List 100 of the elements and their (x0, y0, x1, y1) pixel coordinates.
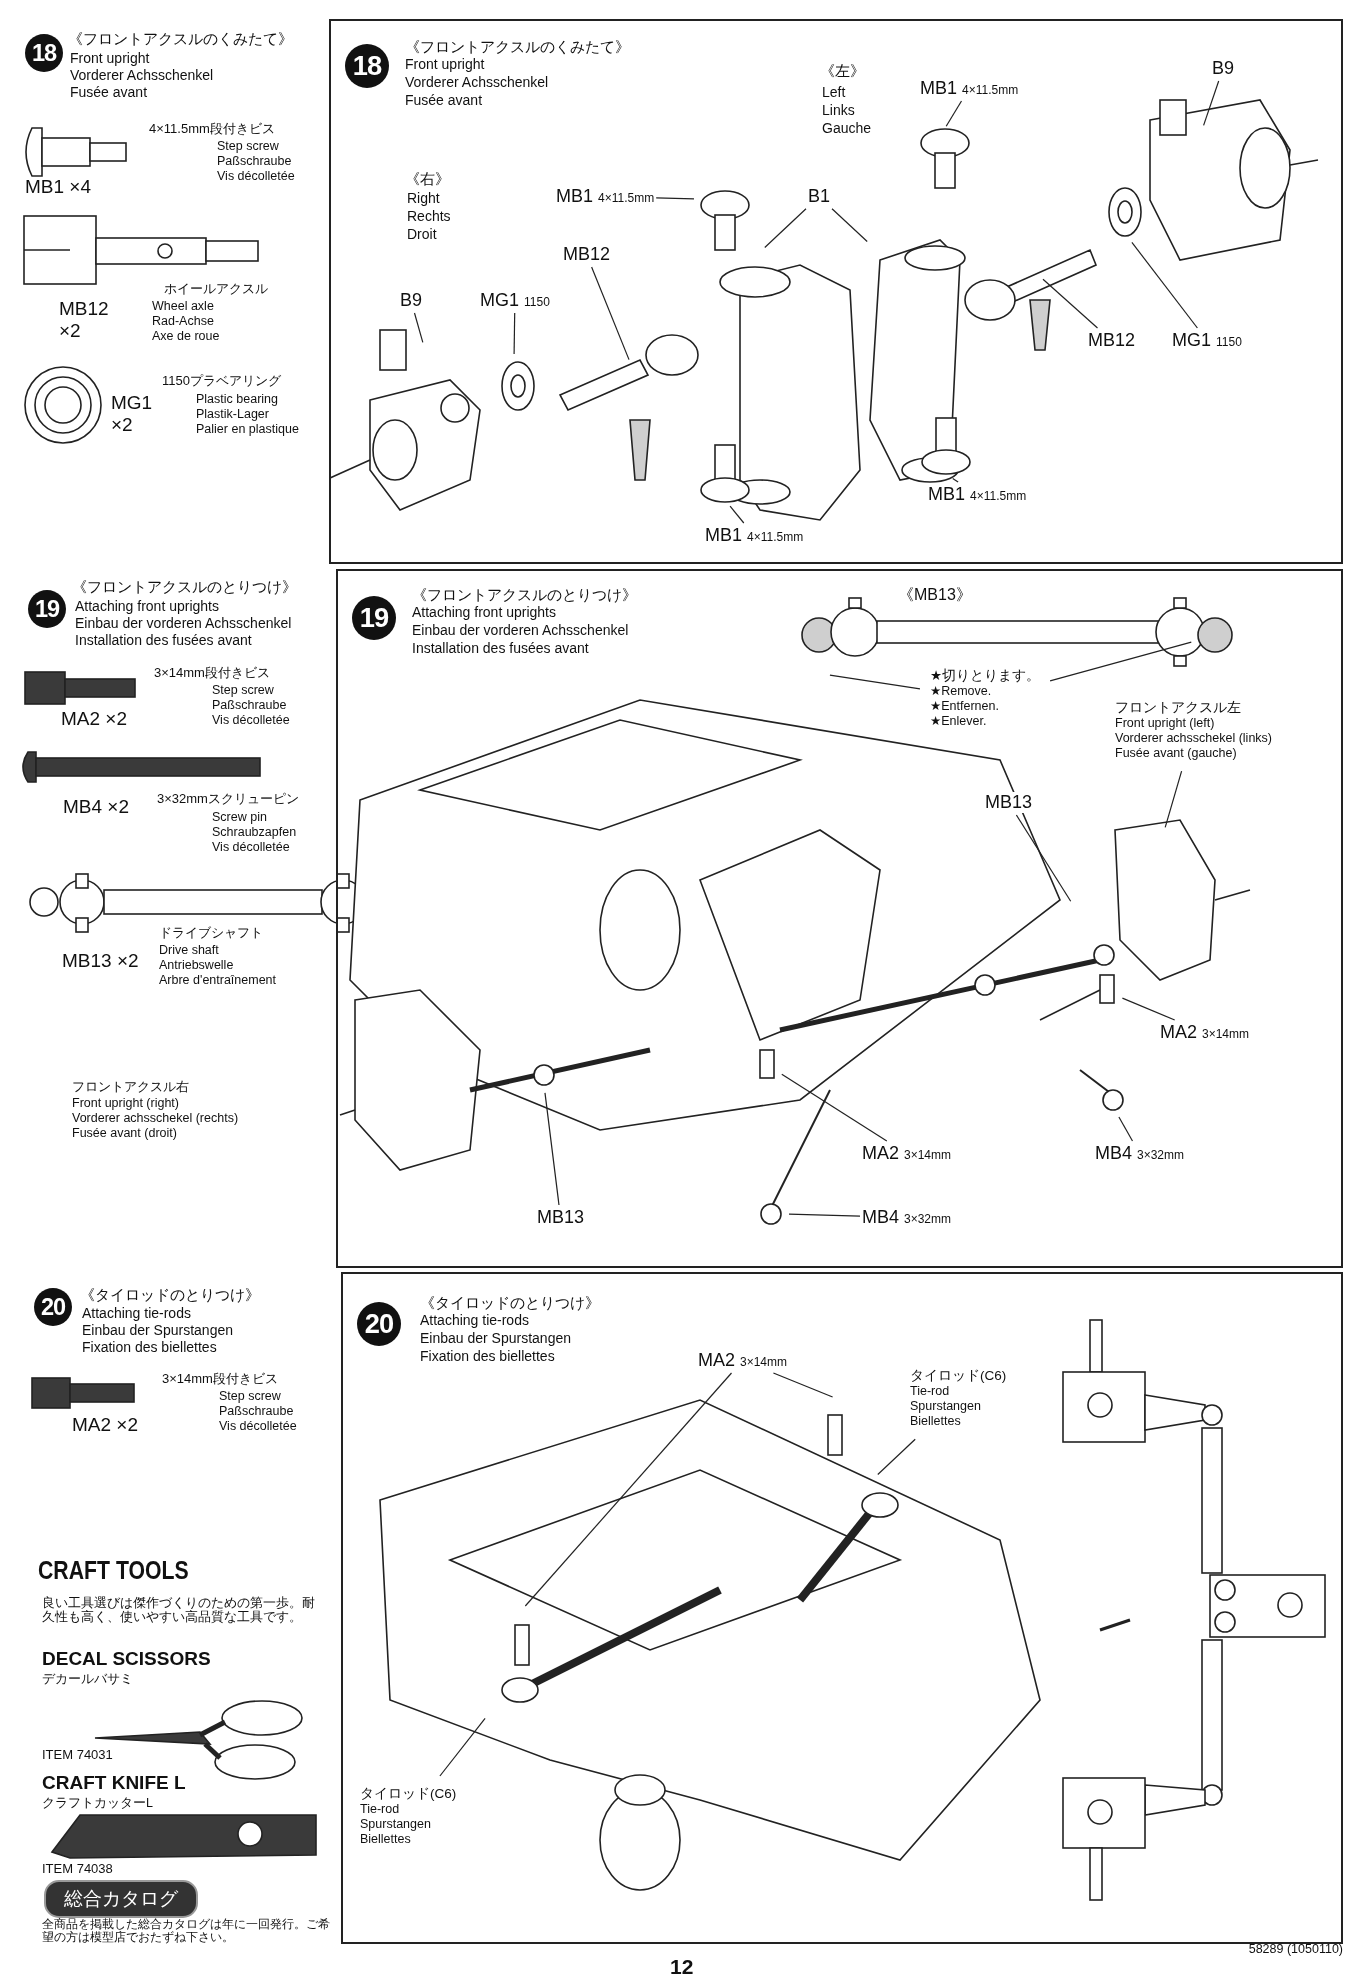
part-description: Paßschraube (219, 1404, 294, 1419)
part-description: Arbre d'entraînement (159, 973, 277, 988)
leader-line (513, 312, 516, 355)
heading-text: Einbau der vorderen Achsschenkel (412, 622, 629, 639)
size-label: 3×14mm (740, 1355, 788, 1369)
part-number: MG1 ×2 (111, 392, 154, 436)
size-label: 4×11.5mm (747, 530, 804, 544)
part-name: 3×14mm段付きビス (154, 666, 270, 681)
side-label: Gauche (822, 120, 872, 137)
size-label: 3×14mm (904, 1148, 952, 1162)
leader-line (764, 208, 807, 249)
part-number: MA2 ×2 (61, 708, 127, 730)
side-label: Droit (407, 226, 437, 243)
heading-text: Fusée avant (405, 92, 483, 109)
callout-text: ★Entfernen. (930, 699, 1000, 715)
leader-line (1049, 641, 1192, 682)
step-panel (336, 569, 1343, 1268)
leader-line (413, 312, 424, 343)
callout-text: Vorderer achsschekel (links) (1115, 731, 1272, 747)
leader-line (781, 1073, 888, 1142)
callout-text: Biellettes (910, 1414, 962, 1430)
footer-text: 58289 (1050110) (1248, 1942, 1343, 1957)
size-label: 3×14mm (1202, 1027, 1250, 1041)
heading-text: Installation des fusées avant (412, 640, 589, 657)
part-description: Vis décolletée (217, 169, 295, 184)
leader-line (544, 1092, 560, 1206)
size-label: 4×11.5mm (970, 489, 1027, 503)
item-number: ITEM 74038 (42, 1862, 113, 1877)
leader-line (788, 1213, 861, 1217)
part-name: ホイールアクスル (164, 282, 268, 297)
side-label: Left (822, 84, 846, 101)
part-description: Vis décolletée (212, 840, 290, 855)
part-description: Vis décolletée (219, 1419, 297, 1434)
heading-text: 《タイロッドのとりつけ》 (420, 1294, 600, 1312)
part-description: Palier en plastique (196, 422, 299, 437)
leader-line (1118, 1116, 1134, 1142)
part-description: Vis décolletée (212, 713, 290, 728)
ad-heading: CRAFT TOOLS (38, 1556, 189, 1585)
size-label: 3×32mm (904, 1212, 952, 1226)
part-number: MB4 ×2 (63, 796, 129, 818)
heading-text: 《フロントアクスルのくみたて》 (405, 38, 630, 56)
callout-text: ★Enlever. (930, 714, 988, 730)
leader-line (1164, 770, 1183, 828)
part-name: 3×32mmスクリューピン (157, 792, 299, 807)
leader-line (524, 1372, 733, 1607)
side-label: Links (822, 102, 855, 119)
leader-line (829, 674, 921, 690)
side-label: 《左》 (820, 62, 865, 80)
leader-line (1131, 241, 1198, 329)
leader-line (945, 100, 963, 127)
step-number-badge: 19 (28, 590, 66, 628)
ad-text: 全商品を掲載した総合カタログは年に一回発行。ご希望の方は模型店でおたずね下さい。 (42, 1918, 331, 1945)
part-description: Paßschraube (212, 698, 287, 713)
product-name: デカールバサミ (42, 1672, 133, 1687)
part-name: 3×14mm段付きビス (162, 1372, 278, 1387)
part-description: Vorderer achsschekel (rechts) (72, 1111, 239, 1126)
part-description: Step screw (212, 683, 274, 698)
step-panel (329, 19, 1343, 564)
heading-text: Attaching tie-rods (420, 1312, 529, 1329)
part-description: Paßschraube (217, 154, 292, 169)
heading-text: Attaching front uprights (412, 604, 556, 621)
part-description: Plastic bearing (196, 392, 278, 407)
heading-text: 《フロントアクスルのとりつけ》 (412, 586, 637, 604)
callout-text: Biellettes (360, 1832, 412, 1848)
part-name: 4×11.5mm段付きビス (149, 122, 275, 137)
leader-line (831, 208, 868, 243)
part-description: Plastik-Lager (196, 407, 269, 422)
heading-text: 《フロントアクスルのとりつけ》 (72, 578, 297, 596)
leader-line (1042, 278, 1099, 329)
callout-text: Fusée avant (gauche) (1115, 746, 1238, 762)
heading-text: 《タイロッドのとりつけ》 (80, 1286, 260, 1304)
inset-title: 《MB13》 (898, 586, 972, 605)
heading-text: Vorderer Achsschenkel (70, 67, 214, 84)
product-name: DECAL SCISSORS (42, 1648, 211, 1670)
heading-text: 《フロントアクスルのくみたて》 (68, 30, 293, 48)
callout-text: ★切りとります。 (930, 668, 1041, 685)
heading-text: Vorderer Achsschenkel (405, 74, 549, 91)
callout-text: Front upright (left) (1115, 716, 1216, 732)
part-description: Fusée avant (droit) (72, 1126, 177, 1141)
size-label: 4×11.5mm (962, 83, 1019, 97)
heading-text: Front upright (405, 56, 485, 73)
heading-text: Fixation des biellettes (420, 1348, 555, 1365)
heading-text: Fusée avant (70, 84, 148, 101)
heading-text: Installation des fusées avant (75, 632, 252, 649)
ad-text: 良い工具選びは傑作づくりのための第一歩。耐久性も高く、使いやすい高品質な工具です。 (42, 1596, 316, 1625)
step-number-badge: 19 (352, 596, 396, 640)
leader-line (729, 505, 745, 524)
callout-text: Spurstangen (360, 1817, 432, 1833)
part-description: Antriebswelle (159, 958, 234, 973)
part-description: Axe de roue (152, 329, 220, 344)
item-number: ITEM 74031 (42, 1748, 113, 1763)
product-name: クラフトカッターL (42, 1796, 153, 1811)
part-description: Schraubzapfen (212, 825, 297, 840)
step-number-badge: 20 (357, 1302, 401, 1346)
leader-line (1203, 80, 1220, 126)
leader-line (439, 1717, 486, 1777)
part-number: MB13 ×2 (62, 950, 139, 972)
page-number: 12 (670, 1955, 694, 1980)
heading-text: Einbau der Spurstangen (82, 1322, 233, 1339)
leader-line (591, 266, 630, 361)
